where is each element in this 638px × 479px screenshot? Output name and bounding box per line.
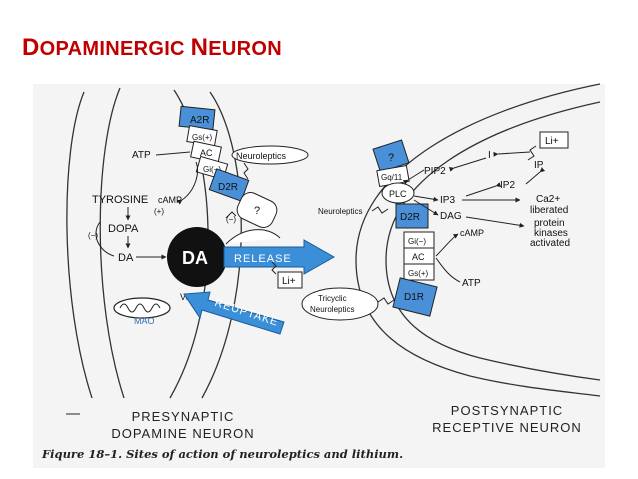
tricyclic-line1: Tricyclic <box>318 294 347 303</box>
atp-to-ac-line <box>435 257 461 283</box>
kinases-label: kinases <box>534 228 568 239</box>
mitochondrion-cristae <box>119 303 161 313</box>
presynaptic-label-line2: DOPAMINE NEURON <box>111 426 255 441</box>
a2r-label: A2R <box>190 115 209 126</box>
post-d2r-label: D2R <box>400 212 420 223</box>
dag-label: DAG <box>440 211 462 222</box>
neuroleptics-label: Neuroleptics <box>236 151 287 161</box>
neuroleptic-zigzag <box>243 162 249 180</box>
release-arrow <box>223 239 336 275</box>
d2r-label: D2R <box>218 182 238 193</box>
tricyclic-link <box>377 297 395 305</box>
title-rest-1: OPAMINERGIC <box>39 38 185 60</box>
plc-to-ip3-arrow <box>413 195 439 202</box>
figure-caption: Fiqure 18–1. Sites of action of neurolep… <box>42 447 404 461</box>
vesicle-da-label: DA <box>182 248 208 268</box>
post-camp-label: cAMP <box>460 228 484 238</box>
gi-label: Gi(−) <box>203 165 221 174</box>
postsynaptic-label-line1: POSTSYNAPTIC <box>450 403 564 418</box>
release-minus-label: (−) <box>226 215 236 224</box>
ip2-to-ip-arrow <box>525 167 546 185</box>
figure-background <box>33 84 605 468</box>
postsynaptic-receptors: ? Gq/11 PLC D2R Gi(−) AC Gs(+) D1R <box>372 139 438 317</box>
i-to-pip2-arrow <box>448 157 487 172</box>
post-gi-label: Gi(−) <box>408 237 426 246</box>
pip2-label: PIP2 <box>424 166 446 177</box>
post-neuroleptics-label: Neuroleptics <box>318 207 362 216</box>
ip3-to-ip2-arrow <box>465 182 502 197</box>
title-initial-2: N <box>190 34 209 61</box>
question-label: ? <box>254 205 260 217</box>
d1r-label: D1R <box>404 292 424 303</box>
tricyclic-pill <box>301 287 379 321</box>
activated-label: activated <box>530 238 570 249</box>
presynaptic-label: PRESYNAPTIC DOPAMINE NEURON <box>68 408 298 442</box>
presynaptic-lithium-label: Li+ <box>282 276 296 287</box>
presynaptic-receptors: A2R Gs(+) AC Gi(−) D2R ? <box>178 105 278 228</box>
tricyclic-line2: Neuroleptics <box>310 305 354 314</box>
i-label: I <box>488 150 491 161</box>
postsynaptic-label-line2: RECEPTIVE NEURON <box>432 420 582 435</box>
neuroleptics-pill <box>231 145 309 165</box>
release-feedback-mark <box>225 211 237 219</box>
protein-label: protein <box>534 218 565 229</box>
tyrosine-label: TYROSINE <box>92 194 148 206</box>
post-question-label: ? <box>388 152 394 164</box>
post-lithium-box <box>539 131 569 149</box>
dopa-label: DOPA <box>108 223 139 235</box>
pip2-link <box>402 169 425 185</box>
title-rest-2: EURON <box>208 38 283 60</box>
dopamine-vesicle <box>167 227 227 287</box>
mao-label: MAO <box>134 316 155 326</box>
gs-label: Gs(+) <box>192 133 213 142</box>
post-gs-label: Gs(+) <box>408 269 429 278</box>
liberated-label: liberated <box>530 205 568 216</box>
plc-to-dag-arrow <box>413 199 439 216</box>
post-d2r-receptor-box <box>395 203 429 229</box>
atp-label: ATP <box>132 150 151 161</box>
post-lithium-zigzag <box>527 145 537 161</box>
unknown-target-box <box>236 192 278 228</box>
camp-label: cAMP <box>158 195 182 205</box>
plus-label: (+) <box>154 207 164 216</box>
ip3-label: IP3 <box>440 195 455 206</box>
d1r-receptor-box <box>392 277 438 317</box>
release-pocket <box>225 229 281 245</box>
presynaptic-label-line1: PRESYNAPTIC <box>131 409 235 424</box>
plc-label: PLC <box>389 189 407 199</box>
gq11-label: Gq/11 <box>381 173 403 182</box>
lithium-zigzag-pre <box>271 261 277 275</box>
dag-to-kinase-arrow <box>465 216 525 228</box>
ip2-label: IP2 <box>500 180 515 191</box>
ac-label: AC <box>200 148 213 158</box>
atp-link <box>155 151 191 156</box>
da-small-label: DA <box>118 252 134 264</box>
plc-ellipse <box>381 182 415 204</box>
ip-to-i-arrow <box>493 151 531 157</box>
slide-title: DOPAMINERGIC NEURON <box>22 34 282 62</box>
release-label: RELEASE <box>234 253 292 265</box>
post-neuroleptic-link <box>371 206 389 214</box>
mitochondrion-shape <box>113 297 171 319</box>
ac-to-camp-arrow <box>435 233 459 257</box>
postsynaptic-label: POSTSYNAPTIC RECEPTIVE NEURON <box>392 402 622 436</box>
post-ac-label: AC <box>412 252 425 262</box>
ip-label: IP <box>534 160 544 171</box>
feedback-curve <box>95 221 115 257</box>
presynaptic-lithium-box <box>277 271 303 289</box>
ca-label: Ca2+ <box>536 194 560 205</box>
post-gs-box <box>403 263 435 281</box>
d2r-receptor-box <box>208 168 250 202</box>
minus-label: (−) <box>88 231 98 240</box>
post-lithium-label: Li+ <box>545 136 559 147</box>
camp-link <box>176 161 198 205</box>
post-atp-label: ATP <box>462 278 481 289</box>
title-initial-1: D <box>22 34 40 61</box>
reuptake-arrow <box>183 291 285 335</box>
